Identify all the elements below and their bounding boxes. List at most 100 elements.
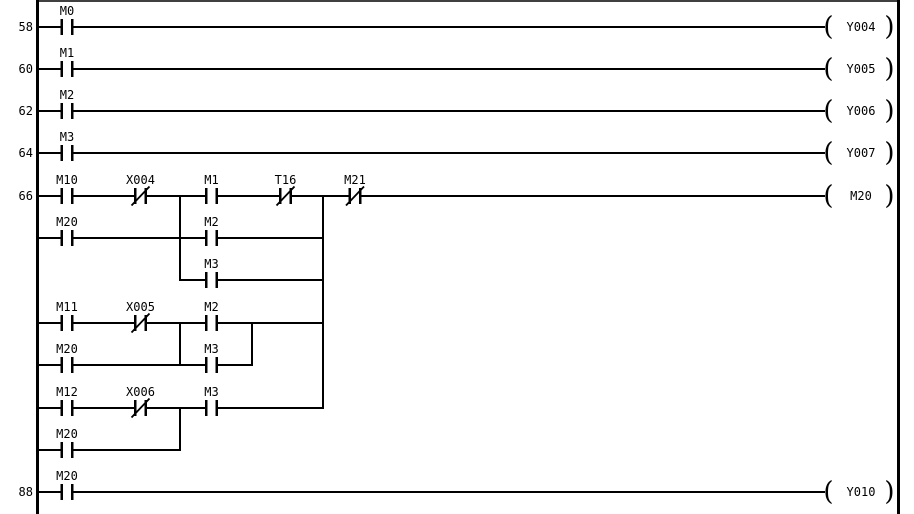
contact-bar-right [144,315,147,331]
contact-bar-left [60,19,63,35]
contact-nc-M21[interactable]: M21 [344,173,366,207]
contact-no-M3[interactable]: M3 [60,130,74,162]
contact-no-M1[interactable]: M1 [60,46,74,78]
coil-label: Y004 [847,20,876,34]
contact-bar-left [60,230,63,246]
rung-number-62: 62 [19,104,33,118]
rung-number-64: 64 [19,146,33,160]
contact-no-M20[interactable]: M20 [56,342,78,374]
coil-M20[interactable]: ()M20 [823,181,894,211]
contact-label: M10 [56,173,78,187]
contact-no-M2[interactable]: M2 [60,88,74,120]
coil-open-paren-icon: ( [823,138,833,168]
contact-bar-right [215,400,218,416]
contact-nc-X005[interactable]: X005 [126,300,155,334]
contact-bar-right [289,188,292,204]
coil-Y007[interactable]: ()Y007 [823,138,894,168]
contact-bar-right [71,442,74,458]
contact-no-M3[interactable]: M3 [204,342,219,374]
nc-slash-icon [130,397,151,419]
contact-label: M3 [204,342,218,356]
contact-label: M3 [60,130,74,144]
coil-close-paren-icon: ) [884,477,894,507]
contact-bar-right [144,400,147,416]
nc-slash-icon [275,185,296,207]
contact-bar-right [215,315,218,331]
coil-label: Y006 [847,104,876,118]
contact-label: T16 [275,173,297,187]
contact-bar-right [71,315,74,331]
contact-bar-right [71,19,74,35]
rung-number-88: 88 [19,485,33,499]
contact-bar-right [144,188,147,204]
coil-close-paren-icon: ) [884,181,894,211]
contact-bar-left [205,400,208,416]
contact-bar-right [215,188,218,204]
right-power-rail [897,0,900,514]
contact-bar-left [279,188,282,204]
coil-Y004[interactable]: ()Y004 [823,12,894,42]
coil-Y005[interactable]: () Y005 [823,54,894,84]
contact-gap [207,187,216,205]
contact-label: M2 [204,215,218,229]
contact-no-M10[interactable]: M10 [56,173,78,205]
contact-label: M11 [56,300,78,314]
contact-no-M2[interactable]: M2 [204,215,219,247]
contact-label: M20 [56,215,78,229]
contact-bar-left [205,230,208,246]
contact-nc-X004[interactable]: X004 [126,173,155,207]
contact-nc-T16[interactable]: T16 [275,173,297,207]
contact-bar-left [134,188,137,204]
coil-open-paren-icon: ( [823,181,833,211]
contact-label: X006 [126,385,155,399]
contact-bar-right [215,230,218,246]
contact-no-M20[interactable]: M20 [56,215,78,247]
contact-gap [207,271,216,289]
contact-no-M11[interactable]: M11 [56,300,78,332]
coil-open-paren-icon: ( [823,477,833,507]
contact-label: M2 [60,88,74,102]
contact-bar-right [71,145,74,161]
contact-no-M12[interactable]: M12 [56,385,78,417]
contact-gap [207,229,216,247]
contact-no-M2[interactable]: M2 [204,300,219,332]
contact-gap [207,399,216,417]
contact-bar-right [71,61,74,77]
coil-label: Y005 [847,62,876,76]
contact-label: M3 [204,257,218,271]
contact-bar-left [60,315,63,331]
contact-label: M20 [56,469,78,483]
rung-number-60: 60 [19,62,33,76]
coil-Y006[interactable]: ()Y006 [823,96,894,126]
contact-bar-left [134,315,137,331]
contact-nc-X006[interactable]: X006 [126,385,155,419]
coil-Y010[interactable]: ()Y010 [823,477,894,507]
contact-label: X005 [126,300,155,314]
contact-bar-right [71,103,74,119]
contact-no-M0[interactable]: M0 [60,4,74,36]
contact-gap [63,187,71,205]
contact-bar-right [359,188,362,204]
nc-slash-icon [130,312,151,334]
contact-bar-right [215,357,218,373]
contact-label: M2 [204,300,218,314]
contact-no-M20[interactable]: M20 [56,427,78,459]
contact-bar-right [71,400,74,416]
contact-no-M3[interactable]: M3 [204,385,219,417]
nc-slash-icon [345,185,365,207]
contact-gap [63,399,71,417]
coil-open-paren-icon: ( [823,54,833,84]
contact-no-M3[interactable]: M3 [204,257,219,289]
contact-bar-left [205,188,208,204]
contact-no-M20[interactable]: M20 [56,469,78,501]
contact-label: M20 [56,342,78,356]
contact-gap [207,356,216,374]
coil-close-paren-icon: ) [884,138,894,168]
contact-no-M1[interactable]: M1 [204,173,219,205]
coil-close-paren-icon: ) [884,54,894,84]
contact-bar-left [60,103,63,119]
contact-bar-left [60,61,63,77]
contact-bar-right [71,230,74,246]
